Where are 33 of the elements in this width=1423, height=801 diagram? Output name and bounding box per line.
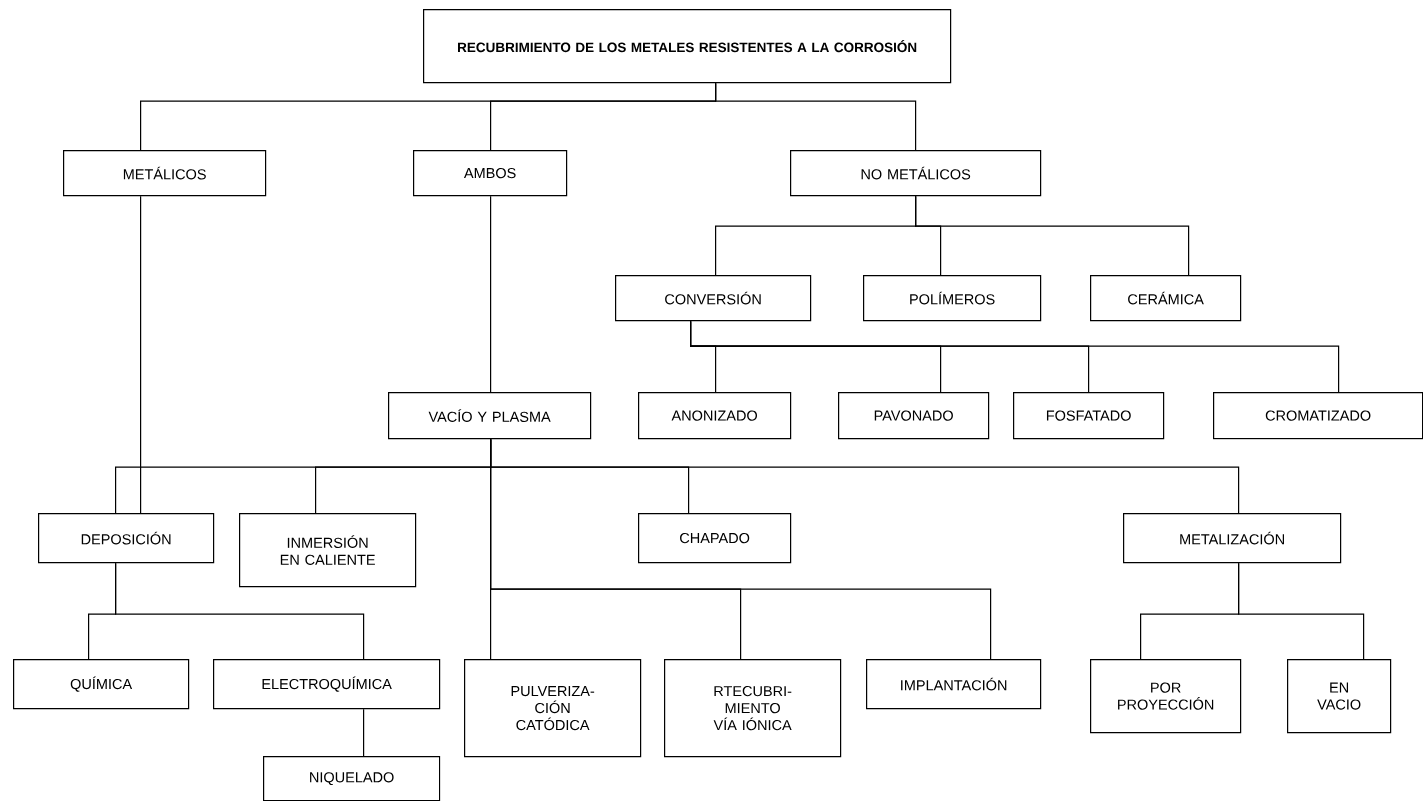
process-box: AMBOS [413,150,568,197]
process-box: CHAPADO [638,513,792,564]
process-box: EN VACIO [1287,659,1392,734]
process-box: INMERSIÓN EN CALIENTE [239,513,417,588]
process-box: VACÍO Y PLASMA [388,392,592,440]
connector-line [915,195,1190,276]
process-box: IMPLANTACIÓN [866,659,1042,710]
process-box: POR PROYECCIÓN [1090,659,1242,734]
title-box: RECUBRIMIENTO DE LOS METALES RESISTENTES A LA CORROSIÓN [423,9,952,84]
process-box: NIQUELADO [263,756,441,801]
connector-line [490,438,992,660]
process-box: METALIZACIÓN [1123,513,1342,564]
process-box: FOSFATADO [1013,392,1165,440]
process-box: ELECTROQUÍMICA [213,659,441,710]
connector-line [690,320,1340,393]
process-box: PAVONADO [838,392,990,440]
connector-line [140,195,142,514]
process-box: POLÍMEROS [863,275,1042,322]
process-box: ANONIZADO [638,392,792,440]
process-box: METÁLICOS [63,150,267,197]
connector-line [715,82,917,151]
process-box: PULVERIZA- CIÓN CATÓDICA [464,659,642,758]
process-box: NO METÁLICOS [790,150,1042,197]
process-box: DEPOSICIÓN [38,513,215,564]
process-box: CONVERSIÓN [615,275,812,322]
connector-line [363,708,365,757]
process-box: QUÍMICA [13,659,190,710]
connector-line [115,562,365,660]
process-box: RTECUBRI- MIENTO VÍA IÓNICA [664,659,842,758]
process-box: CERÁMICA [1090,275,1242,322]
process-box: CROMATIZADO [1213,392,1423,440]
connector-line [1238,562,1365,660]
connector-line [490,195,492,393]
